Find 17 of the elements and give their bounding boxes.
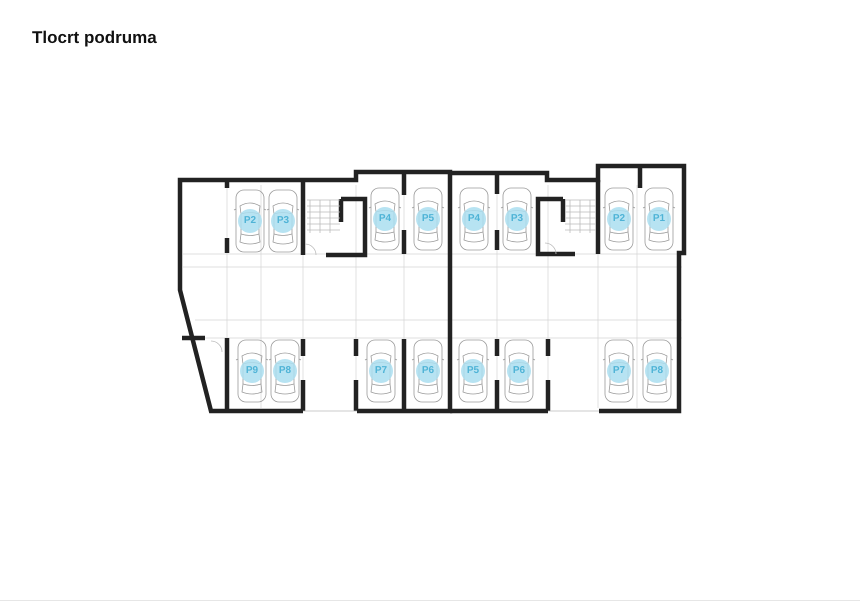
parking-space-number: P6 [416,359,440,383]
parking-space-number: P7 [369,359,393,383]
parking-space-number: P7 [607,359,631,383]
parking-space-number: P8 [645,359,669,383]
parking-space-number: P2 [238,209,262,233]
plan-title: Tlocrt podruma [32,28,157,48]
parking-space-number: P5 [416,207,440,231]
parking-space-number: P2 [607,207,631,231]
parking-space-number: P9 [240,359,264,383]
parking-space-number: P4 [373,207,397,231]
parking-space-number: P3 [505,207,529,231]
parking-space-number: P3 [271,209,295,233]
parking-space-number: P4 [462,207,486,231]
parking-space-number: P1 [647,207,671,231]
parking-space-number: P5 [461,359,485,383]
parking-space-number: P6 [507,359,531,383]
parking-space-number: P8 [273,359,297,383]
